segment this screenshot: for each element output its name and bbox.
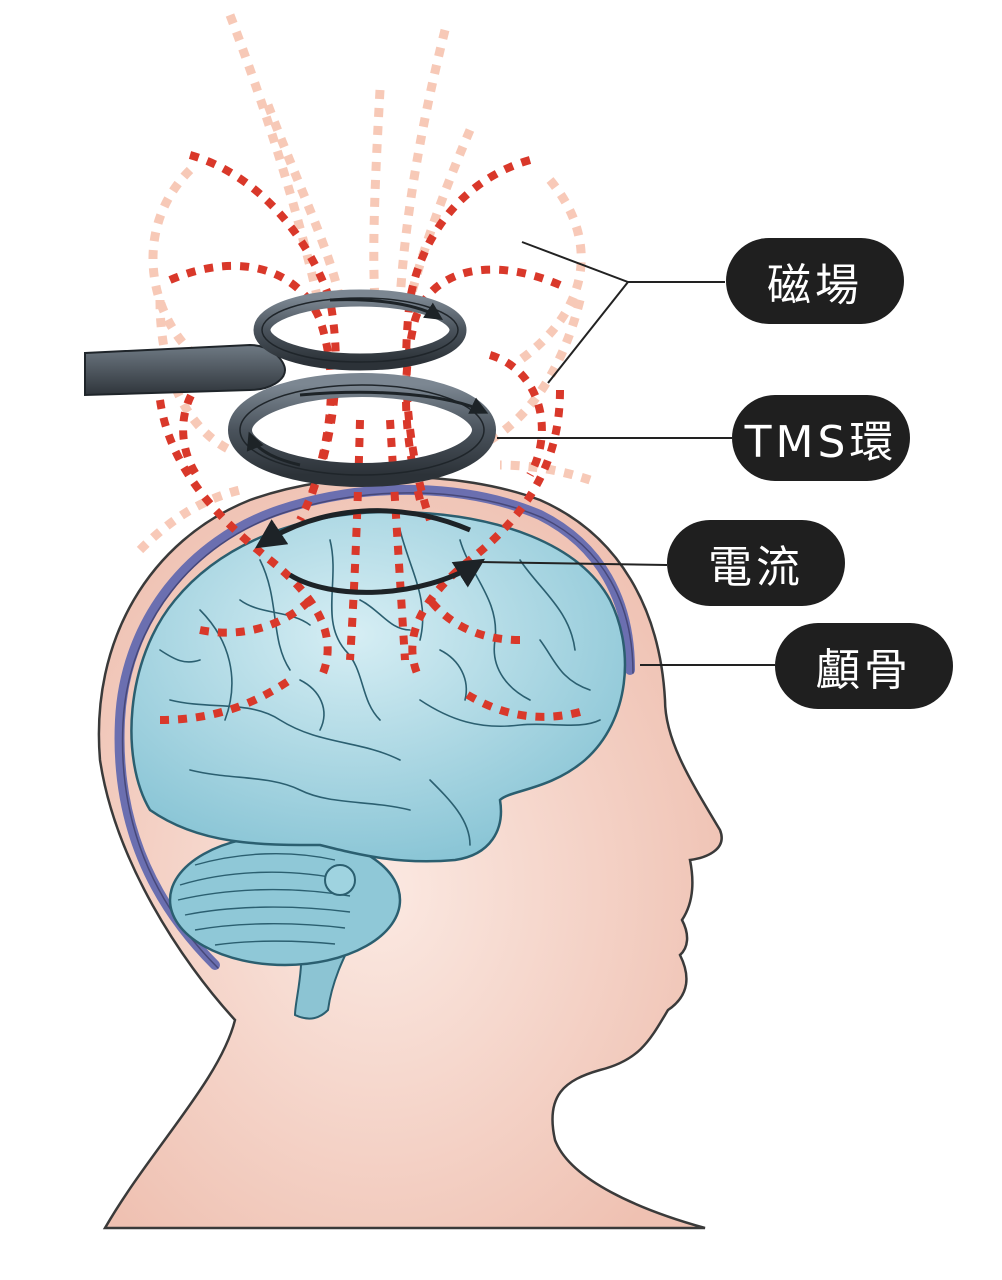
cerebrum bbox=[130, 510, 627, 863]
faint-field-lines bbox=[136, 13, 592, 554]
coil-handle bbox=[84, 343, 287, 397]
label-skull: 顱骨 bbox=[775, 623, 953, 709]
coil-arrow-lower bbox=[299, 390, 489, 414]
tms-coil-lower-edge bbox=[239, 384, 485, 476]
label-current: 電流 bbox=[667, 520, 845, 606]
pons bbox=[324, 864, 356, 896]
label-tms-coil: TMS環 bbox=[732, 395, 910, 481]
tms-coil-upper-edge bbox=[261, 297, 459, 363]
skull-band-outline bbox=[121, 492, 634, 969]
current-arrow bbox=[288, 558, 486, 595]
label-magnetic-field: 磁場 bbox=[726, 238, 904, 324]
current-arrow-upper bbox=[255, 508, 471, 549]
coil-arrow-upper bbox=[329, 298, 444, 320]
coil-arrow-lower-left bbox=[246, 431, 301, 467]
leader-lines bbox=[479, 241, 775, 666]
